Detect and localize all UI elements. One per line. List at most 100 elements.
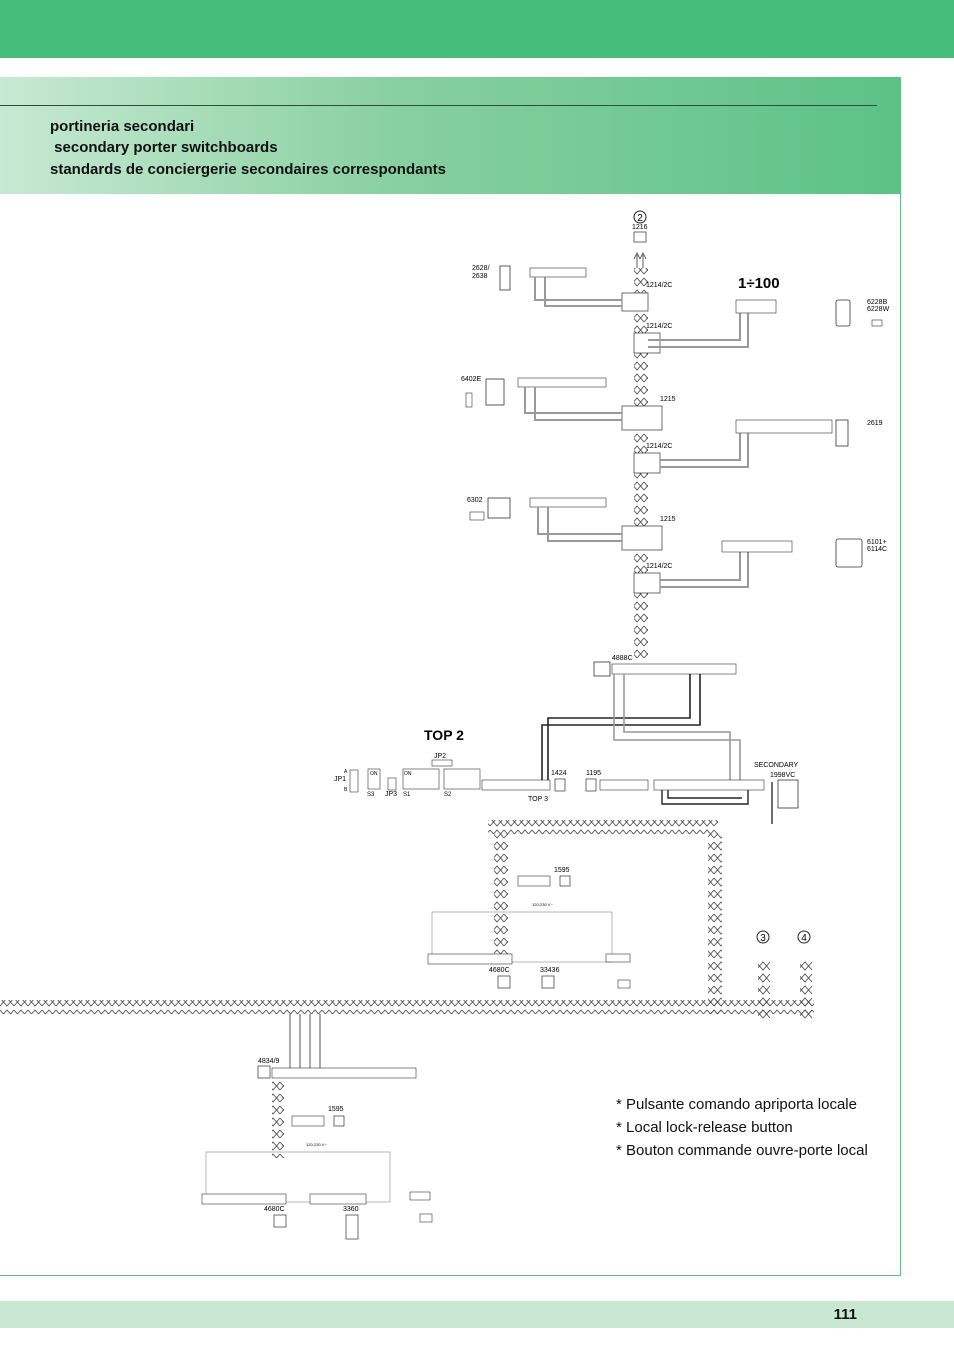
- label-jp3: JP3: [385, 791, 397, 798]
- box-4680c-b: [205, 1151, 391, 1203]
- range-label: 1÷100: [738, 275, 780, 292]
- right-branch-wires: [648, 313, 749, 588]
- label-3360: 3360: [343, 1206, 359, 1213]
- svg-text:3: 3: [760, 933, 766, 944]
- riser-right: [708, 834, 722, 1014]
- intercom-6228: [835, 299, 851, 327]
- circle-3-marker: 3: [756, 930, 770, 944]
- cross-bus: [488, 820, 718, 834]
- secondary-label: SECONDARY: [754, 762, 799, 769]
- label-jp1: JP1: [334, 776, 346, 783]
- terminals-4888c: [611, 663, 737, 675]
- label-6101: 6101+: [867, 539, 887, 546]
- box-4680c-a: [431, 911, 613, 963]
- label-1214-d: 1214/2C: [646, 563, 672, 570]
- wiring-diagram: 2 1216 1214/2C 1214/2C 1215 1214/2C 1215…: [0, 210, 890, 1240]
- left-branch-wires: [524, 277, 622, 542]
- label-33436: 33436: [540, 967, 560, 974]
- label-1595-a: 1595: [554, 867, 570, 874]
- wires-4888c: [541, 674, 701, 780]
- switch-6228: [871, 319, 883, 327]
- label-6302: 6302: [467, 497, 483, 504]
- label-2619: 2619: [867, 420, 883, 427]
- label-a: A: [344, 769, 348, 775]
- right-terminal-strips: [721, 299, 833, 553]
- label-b: B: [344, 787, 348, 793]
- riser-left: [494, 834, 508, 954]
- circle-4-marker: 4: [797, 930, 811, 944]
- jumper-jp3: [387, 777, 397, 791]
- module-1195: [585, 778, 597, 792]
- jumper-jp1: [349, 769, 359, 793]
- door-b: [419, 1213, 433, 1223]
- switchboard-1998vc: [777, 779, 799, 809]
- title-english: secondary porter switchboards: [50, 139, 278, 156]
- page-number: 111: [833, 1306, 857, 1323]
- title-french: standards de conciergerie secondaires co…: [50, 161, 446, 178]
- note-french: * Bouton commande ouvre-porte local: [616, 1142, 868, 1159]
- footer-band: [0, 1301, 954, 1328]
- lock-a: [605, 953, 631, 963]
- top3-label: TOP 3: [528, 796, 548, 803]
- terminals-top2: [481, 779, 551, 791]
- connector-1216: [633, 231, 647, 243]
- module-4680c-b: [273, 1214, 287, 1228]
- label-1214-b: 1214/2C: [646, 323, 672, 330]
- label-1214-c: 1214/2C: [646, 443, 672, 450]
- module-1424: [554, 778, 566, 792]
- jumper-jp2: [431, 759, 453, 767]
- label-1215-b: 1215: [660, 516, 676, 523]
- top2-label: TOP 2: [424, 727, 464, 743]
- left-terminal-strips: [517, 267, 607, 508]
- label-1215-a: 1215: [660, 396, 676, 403]
- monitor-6302: [487, 497, 511, 519]
- switch-6302: [469, 511, 485, 521]
- lock-b: [409, 1191, 431, 1201]
- label-4680c-a: 4680C: [489, 967, 510, 974]
- module-1595-a: [559, 875, 571, 887]
- label-s1: S1: [403, 792, 411, 798]
- module-33436: [541, 975, 555, 989]
- module-1595-b: [333, 1115, 345, 1127]
- label-1195: 1195: [586, 770, 601, 777]
- label-jp2: JP2: [434, 753, 446, 760]
- terminals-1595-a: [517, 875, 551, 887]
- label-voltage-a: 120-230 V~: [532, 902, 553, 907]
- switch-s3: [367, 768, 381, 790]
- label-4888c: 4888C: [612, 655, 633, 662]
- dip-switch-s2: [443, 768, 481, 790]
- terminals-1595-b: [291, 1115, 325, 1127]
- label-on-s3: ON: [370, 771, 378, 777]
- label-1998vc: 1998VC: [770, 772, 795, 779]
- header-rule: [0, 105, 877, 106]
- note-english: * Local lock-release button: [616, 1119, 793, 1136]
- label-s2: S2: [444, 792, 452, 798]
- svg-text:2: 2: [637, 213, 643, 224]
- terminals-3360: [309, 1193, 367, 1205]
- label-s3: S3: [367, 792, 375, 798]
- handset-2628: [499, 265, 511, 291]
- terminals-secondary: [653, 779, 765, 791]
- keypad-3360: [345, 1214, 359, 1240]
- label-on-s1: ON: [404, 771, 412, 777]
- title-italian: portineria secondari: [50, 118, 195, 135]
- label-2638: 2638: [472, 273, 488, 280]
- handset-2619: [835, 419, 849, 447]
- circle-2-marker: 2: [633, 210, 647, 224]
- module-4680c-a: [497, 975, 511, 989]
- label-6402e: 6402E: [461, 376, 482, 383]
- note-italian: * Pulsante comando apriporta locale: [616, 1096, 857, 1113]
- top-arrows: [636, 255, 644, 268]
- module-4834: [257, 1065, 271, 1079]
- terminals-4680c-a: [427, 953, 513, 965]
- monitor-6101: [835, 538, 863, 568]
- horizontal-bus: [0, 1000, 814, 1014]
- label-1216: 1216: [632, 224, 648, 231]
- switch-6402e: [465, 392, 473, 408]
- label-4680c-b: 4680C: [264, 1206, 285, 1213]
- diagram-frame: [0, 194, 901, 1276]
- label-1214-a: 1214/2C: [646, 282, 672, 289]
- label-voltage-b: 120-230 V~: [306, 1142, 327, 1147]
- label-4834: 4834/9: [258, 1058, 280, 1065]
- bus-drops: [289, 1014, 321, 1070]
